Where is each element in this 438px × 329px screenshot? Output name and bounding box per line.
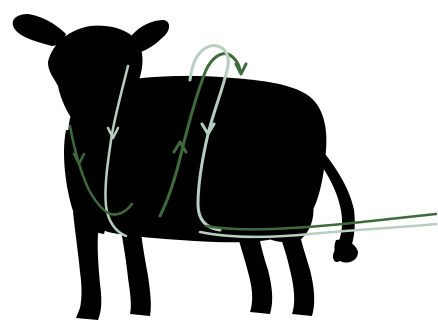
calf-diagram	[0, 0, 438, 329]
calf-harness-illustration	[0, 0, 438, 329]
